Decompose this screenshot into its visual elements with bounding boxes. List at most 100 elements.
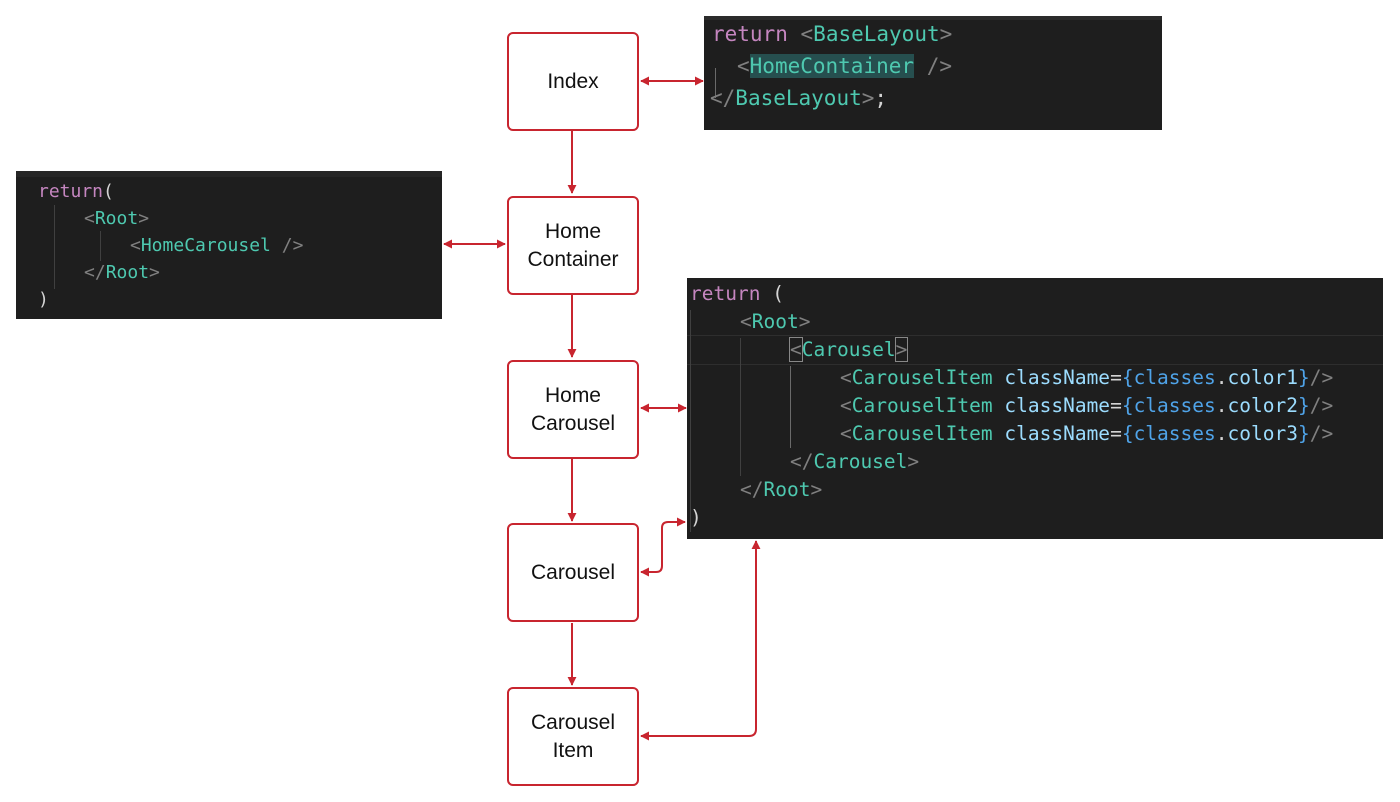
code-line: </Root> [740,478,1383,506]
punct: </ [710,86,736,110]
tag-name: Carousel [801,338,896,361]
punct: < [84,208,95,229]
indent-guide [715,68,716,98]
punct: } [1297,394,1310,417]
expression: classes [1133,394,1216,417]
keyword: return [38,181,104,202]
punct: < [800,22,814,46]
punct: } [1297,422,1310,445]
code-line: return <BaseLayout> [712,22,1162,50]
punct: > [907,450,920,473]
expression: color3 [1227,422,1298,445]
node-label-line: Carousel [530,710,616,734]
code-line: <HomeContainer /> [737,54,1162,82]
punct: > [894,337,909,362]
punct: < [737,54,750,78]
punct: > [810,478,823,501]
node-label-line: Item [552,738,594,762]
node-carousel-label: Carousel [530,560,616,584]
attr-name: className [1004,366,1111,389]
code-snippet-index: return <BaseLayout> <HomeContainer /> </… [704,16,1162,130]
tag-name: HomeCarousel [140,235,271,256]
tag-name: CarouselItem [851,394,993,417]
node-label-line: Carousel [530,411,616,435]
punct: ( [772,282,784,305]
node-index: Index [507,32,639,131]
punct: < [840,366,852,389]
punct: < [840,394,852,417]
code-line: ) [690,506,1383,534]
punct: ( [103,181,114,202]
node-home-container: Home Container [507,196,639,295]
code-line: <HomeCarousel /> [130,235,442,263]
punct: /> [281,235,304,256]
punct: /> [926,54,952,78]
punct: </ [740,478,764,501]
code-line: <Root> [84,208,442,236]
expression: classes [1133,366,1216,389]
code-snippet-home-carousel: return ( <Root> <Carousel> <CarouselItem… [687,278,1383,539]
code-line: return ( [690,282,1383,310]
punct: </ [84,262,106,283]
punct: { [1121,422,1134,445]
node-index-label: Index [547,69,599,93]
punct: { [1121,366,1134,389]
node-carousel-item-label: Carousel Item [531,709,615,765]
tag-name: CarouselItem [851,366,993,389]
code-line: </Carousel> [790,450,1383,478]
tag-name: CarouselItem [851,422,993,445]
punct: . [1215,366,1228,389]
punct: > [798,310,811,333]
tag-name: HomeContainer [749,54,915,78]
punct: /> [1309,394,1334,417]
punct: < [740,310,752,333]
punct: > [149,262,160,283]
code-line: </BaseLayout>; [710,86,1162,114]
tag-name: BaseLayout [735,86,862,110]
expression: color1 [1227,366,1298,389]
keyword: return [690,282,761,305]
punct: . [1215,394,1228,417]
tag-name: BaseLayout [813,22,940,46]
keyword: return [712,22,788,46]
punct: } [1297,366,1310,389]
punct: > [138,208,150,229]
node-home-carousel: Home Carousel [507,360,639,459]
node-home-carousel-label: Home Carousel [531,382,615,438]
indent-guide [690,310,691,532]
indent-guide [100,231,101,261]
code-snippet-home-container: return( <Root> <HomeCarousel /> </Root> … [16,171,442,319]
code-line: <Root> [740,310,1383,338]
punct: { [1121,394,1134,417]
punct: ) [690,506,702,529]
punct: . [1215,422,1228,445]
punct: < [130,235,141,256]
punct: = [1110,422,1122,445]
tag-name: Root [763,478,811,501]
punct: /> [1309,366,1334,389]
tag-name: Root [94,208,139,229]
attr-name: className [1004,394,1111,417]
node-carousel: Carousel [507,523,639,622]
indent-guide [740,338,741,476]
node-label-line: Home [544,383,601,407]
link-carousel-code [640,517,686,577]
expression: classes [1133,422,1216,445]
punct: < [789,337,803,362]
tag-name: Carousel [813,450,908,473]
expression: color2 [1227,394,1298,417]
code-line: return( [38,181,442,209]
node-home-container-label: Home Container [527,218,618,274]
node-carousel-item: Carousel Item [507,687,639,786]
punct: = [1110,394,1122,417]
punct: </ [790,450,814,473]
code-line: <CarouselItem className={classes.color3}… [840,422,1383,450]
punct: = [1110,366,1122,389]
indent-guide [54,205,55,289]
code-line: <Carousel> [789,337,1383,366]
indent-guide [790,366,791,448]
code-line: </Root> [84,262,442,290]
code-line: <CarouselItem className={classes.color2}… [840,394,1383,422]
link-carousel-item-code [640,540,761,741]
